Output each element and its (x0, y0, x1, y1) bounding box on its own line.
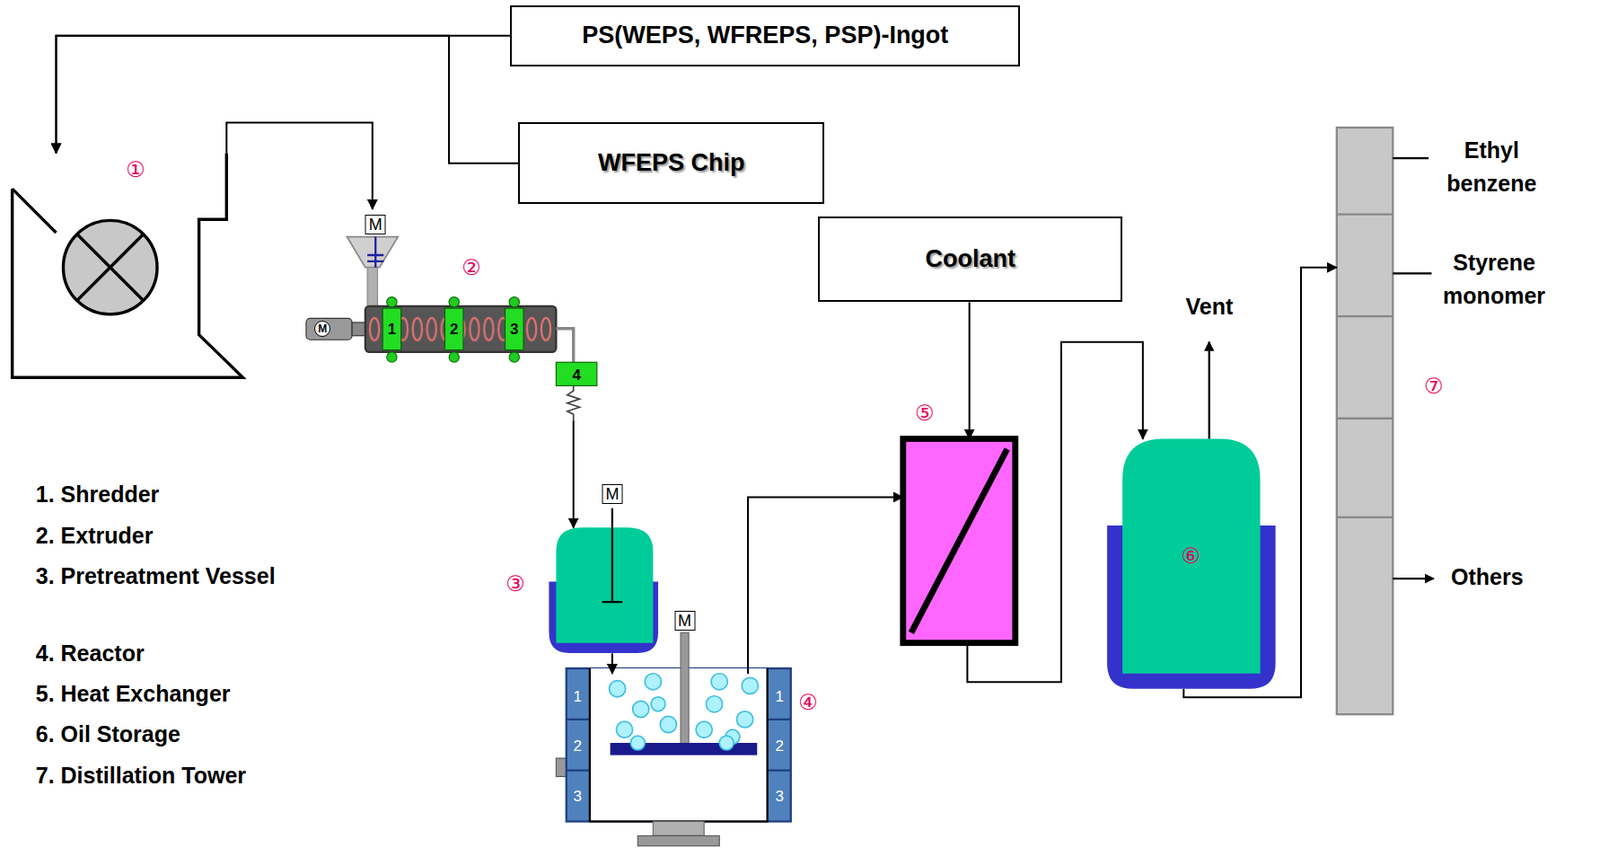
stream-label: Vent (1186, 293, 1234, 320)
reactor-symbol (555, 632, 791, 845)
box-label: Coolant (925, 245, 1017, 273)
callout-number: ③ (505, 572, 526, 595)
flow-arrow (968, 301, 971, 439)
key-item: 1. Shredder (35, 481, 160, 508)
zone-number: 1 (387, 320, 396, 336)
callout-number: ⑦ (1424, 375, 1444, 397)
jacket-zone-number: 3 (775, 788, 784, 804)
zone-number: 3 (509, 320, 519, 336)
key-item: 5. Heat Exchanger (35, 680, 231, 707)
box-label: PS(WEPS, WFREPS, PSP)-Ingot (581, 21, 949, 50)
flow-arrow (611, 652, 614, 674)
callout-number: ④ (798, 691, 818, 713)
key-item: 2. Extruder (35, 522, 154, 549)
distillation-tower-symbol (1336, 127, 1434, 714)
flow-arrow (226, 122, 373, 210)
flow-arrow (56, 35, 519, 164)
oil-storage-symbol (1107, 342, 1276, 689)
flow-arrow (747, 496, 904, 674)
distillation-tower-unit: ⑦ (1336, 127, 1394, 714)
jacket-zone-number: 1 (573, 688, 582, 704)
extruder-unit: ② (306, 209, 603, 421)
flow-arrow (967, 342, 1143, 682)
jacket-zone-number: 1 (775, 688, 784, 704)
zone-number: 4 (571, 367, 581, 383)
pretreatment-vessel-unit: ③ (509, 527, 663, 654)
flow-arrow (56, 35, 511, 154)
key-item: 7. Distillation Tower (35, 762, 247, 789)
motor-label: M (601, 483, 623, 504)
callout-number: ⑤ (914, 402, 935, 424)
product-label: Styrene monomer (1428, 246, 1560, 314)
oil-storage-unit: ⑥ (1107, 439, 1276, 689)
jacket-zone-number: 3 (573, 788, 582, 804)
jacket-zone-number: 2 (775, 737, 784, 753)
shredder-unit: ① (12, 152, 244, 378)
product-label: Ethyl benzene (1430, 133, 1553, 202)
flow-arrow (572, 420, 575, 528)
callout-number: ① (125, 158, 146, 181)
reactor-unit: ④ (566, 673, 792, 822)
callout-number: ② (461, 256, 482, 279)
input-box: PS(WEPS, WFREPS, PSP)-Ingot (509, 5, 1020, 67)
coolant-box: Coolant (817, 216, 1123, 302)
product-label: Others (1450, 563, 1524, 590)
zone-number: 2 (449, 320, 458, 336)
shredder-symbol (12, 152, 244, 378)
pretreatment-vessel-symbol (548, 508, 659, 653)
heat-exchanger-symbol (903, 438, 1016, 642)
callout-number: ⑥ (1181, 545, 1202, 567)
motor-label: M (314, 320, 331, 337)
box-label: WFEPS Chip (597, 149, 746, 177)
key-item: 6. Oil Storage (35, 720, 181, 748)
extruder-symbol (306, 237, 598, 421)
motor-label: M (674, 610, 695, 631)
key-item: 3. Pretreatment Vessel (35, 555, 328, 596)
jacket-zone-number: 2 (573, 737, 582, 753)
motor-label: M (365, 214, 387, 235)
flow-arrow (1183, 267, 1337, 697)
input-box: WFEPS Chip (518, 122, 825, 204)
heat-exchanger-unit: ⑤ (903, 439, 1016, 643)
key-item: 4. Reactor (35, 640, 145, 667)
